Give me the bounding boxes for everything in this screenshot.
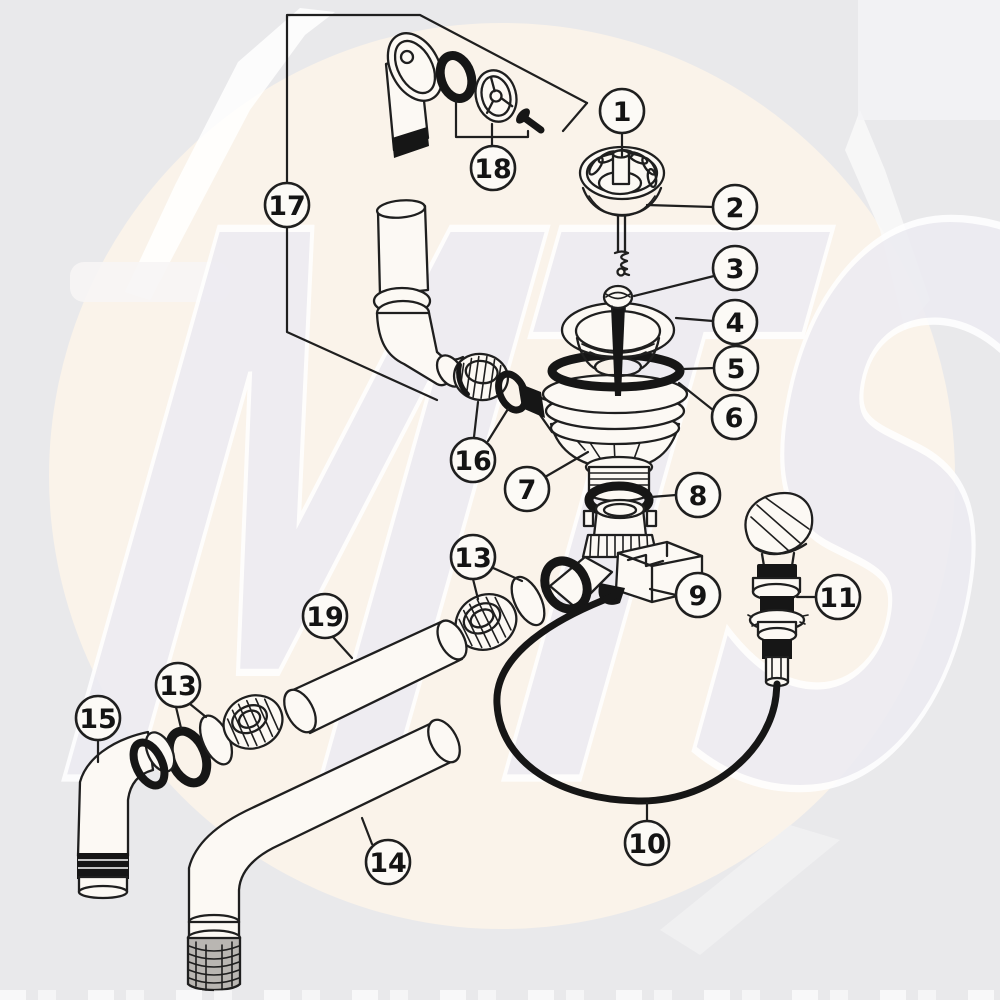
svg-text:7: 7 bbox=[518, 475, 537, 506]
leader-6 bbox=[677, 381, 715, 412]
nut-ear-left bbox=[582, 509, 595, 528]
callout-8: 8 bbox=[674, 471, 722, 519]
svg-text:8: 8 bbox=[689, 481, 708, 512]
svg-text:17: 17 bbox=[268, 191, 306, 222]
callout-2: 2 bbox=[711, 183, 759, 231]
callout-11: 11 bbox=[814, 573, 862, 621]
callout-13-right: 13 bbox=[449, 533, 497, 581]
svg-text:3: 3 bbox=[726, 254, 745, 285]
watermark-strip bbox=[0, 990, 1000, 1000]
leader-9 bbox=[648, 587, 678, 597]
popup-knob-assembly bbox=[744, 491, 814, 688]
callout-19: 19 bbox=[301, 592, 349, 640]
plate-hole bbox=[399, 49, 415, 65]
leader-8 bbox=[649, 493, 678, 499]
overflow-assembly-bracket bbox=[285, 13, 589, 402]
svg-text:11: 11 bbox=[819, 583, 857, 614]
svg-text:2: 2 bbox=[726, 193, 745, 224]
svg-text:10: 10 bbox=[628, 829, 666, 860]
popup-cable bbox=[493, 592, 781, 805]
leader-4 bbox=[674, 316, 715, 323]
watermark-text: MTS bbox=[24, 79, 1000, 956]
friction-ring-13a bbox=[540, 556, 592, 614]
threaded-end bbox=[77, 853, 129, 879]
slip-nut-13b bbox=[222, 694, 284, 750]
elbow-gasket bbox=[129, 738, 169, 790]
callout-16: 16 bbox=[449, 436, 497, 484]
nut-ear-right bbox=[645, 509, 658, 528]
leader-13a bbox=[471, 565, 524, 601]
leader-16 bbox=[472, 400, 510, 443]
callout-18: 18 bbox=[469, 144, 517, 192]
callout-13-left: 13 bbox=[154, 661, 202, 709]
leader-3 bbox=[632, 274, 716, 298]
leader-5 bbox=[681, 366, 716, 371]
pipe-open-end bbox=[427, 718, 461, 764]
leader-7 bbox=[543, 450, 590, 479]
shaft-lower bbox=[762, 639, 792, 659]
leader-13b bbox=[174, 702, 208, 730]
callout-17: 17 bbox=[263, 181, 311, 229]
watermark: MTS bbox=[21, 76, 1000, 959]
svg-text:9: 9 bbox=[689, 581, 708, 612]
extension-tube bbox=[283, 619, 468, 735]
basket-strainer bbox=[578, 145, 666, 217]
svg-text:18: 18 bbox=[474, 154, 512, 185]
bracket-18-lines bbox=[454, 99, 530, 147]
svg-text:16: 16 bbox=[454, 446, 492, 477]
background-blotches bbox=[70, 0, 1000, 955]
leader-2 bbox=[645, 203, 715, 209]
callout-14: 14 bbox=[364, 838, 412, 886]
waste-pipe bbox=[186, 718, 461, 992]
bowl-spokes bbox=[565, 427, 643, 463]
svg-text:4: 4 bbox=[726, 308, 745, 339]
slip-nut-13a bbox=[454, 593, 518, 651]
waste-elbow bbox=[76, 730, 176, 900]
svg-text:13: 13 bbox=[454, 543, 492, 574]
svg-text:15: 15 bbox=[79, 704, 117, 735]
knurled-band bbox=[757, 564, 797, 580]
overflow-gasket-o-ring bbox=[435, 51, 477, 103]
svg-text:6: 6 bbox=[725, 403, 744, 434]
callout-7: 7 bbox=[503, 465, 551, 513]
stopper-stem bbox=[611, 306, 625, 396]
callout-10: 10 bbox=[623, 819, 671, 867]
svg-text:19: 19 bbox=[306, 602, 344, 633]
svg-text:1: 1 bbox=[613, 97, 632, 128]
svg-text:5: 5 bbox=[727, 354, 746, 385]
callout-1: 1 bbox=[598, 87, 646, 135]
overflow-cover-plate bbox=[386, 32, 444, 102]
callout-6: 6 bbox=[710, 393, 758, 441]
svg-text:14: 14 bbox=[369, 848, 407, 879]
inlet-black-collar bbox=[518, 383, 545, 418]
overflow-nut bbox=[452, 352, 510, 402]
stopper-knob bbox=[602, 284, 634, 312]
leader-14 bbox=[360, 816, 374, 846]
threaded-pipe-end bbox=[186, 936, 242, 992]
callout-9: 9 bbox=[674, 571, 722, 619]
stopper-stem-spring bbox=[613, 214, 631, 277]
screw bbox=[516, 108, 545, 134]
callout-4: 4 bbox=[711, 298, 759, 346]
leader-lines bbox=[96, 131, 817, 846]
callout-15: 15 bbox=[74, 694, 122, 742]
pipe-end-band bbox=[392, 127, 429, 158]
svg-text:13: 13 bbox=[159, 671, 197, 702]
leader-19 bbox=[331, 635, 354, 660]
callout-3: 3 bbox=[711, 244, 759, 292]
retainer-wheel bbox=[474, 69, 518, 123]
callout-5: 5 bbox=[712, 344, 760, 392]
